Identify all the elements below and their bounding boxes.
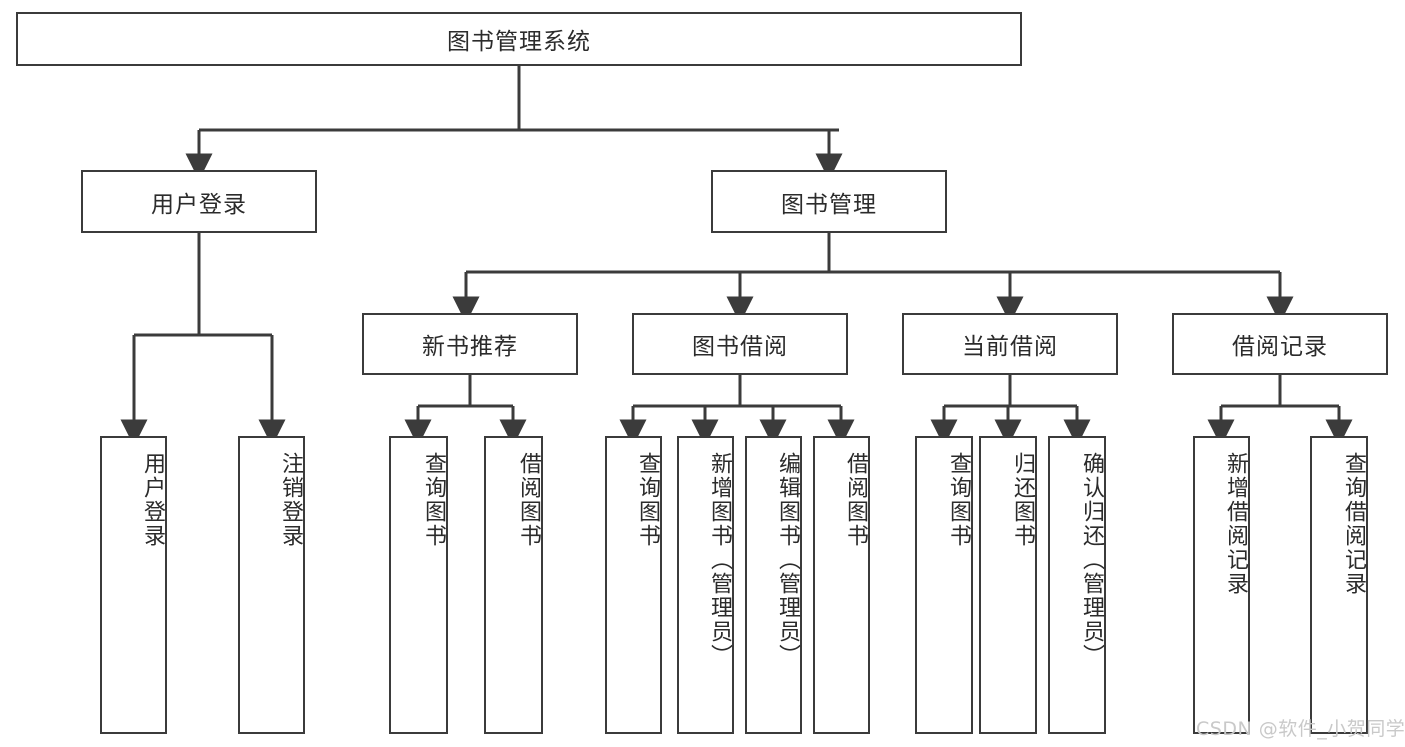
node-label: 新书推荐	[422, 334, 518, 360]
node-borrow-record[interactable]: 借阅记录	[1172, 313, 1388, 375]
leaf-label: 借阅图书	[843, 452, 868, 548]
node-label: 用户登录	[151, 191, 247, 218]
leaf-add-borrow-record[interactable]: 新增借阅记录	[1193, 436, 1250, 734]
leaf-label: 确认归还（管理员）	[1079, 452, 1104, 668]
leaf-edit-book-admin[interactable]: 编辑图书（管理员）	[745, 436, 802, 734]
node-label: 当前借阅	[962, 334, 1058, 360]
node-label: 图书管理系统	[447, 29, 591, 55]
leaf-label: 注销登录	[278, 452, 303, 548]
leaf-label: 编辑图书（管理员）	[775, 452, 800, 668]
leaf-add-book-admin[interactable]: 新增图书（管理员）	[677, 436, 734, 734]
leaf-user-login[interactable]: 用户登录	[100, 436, 167, 734]
leaf-query-book-recommend[interactable]: 查询图书	[389, 436, 448, 734]
leaf-label: 查询图书	[635, 452, 660, 548]
node-root[interactable]: 图书管理系统	[16, 12, 1022, 66]
node-book-borrow[interactable]: 图书借阅	[632, 313, 848, 375]
node-label: 借阅记录	[1232, 334, 1328, 360]
node-new-book-recommend[interactable]: 新书推荐	[362, 313, 578, 375]
leaf-confirm-return-admin[interactable]: 确认归还（管理员）	[1048, 436, 1106, 734]
leaf-label: 查询图书	[421, 452, 446, 548]
leaf-borrow-book-recommend[interactable]: 借阅图书	[484, 436, 543, 734]
leaf-label: 归还图书	[1010, 452, 1035, 548]
leaf-label: 用户登录	[140, 452, 165, 548]
leaf-query-book-borrow[interactable]: 查询图书	[605, 436, 662, 734]
leaf-label: 借阅图书	[516, 452, 541, 548]
node-book-management[interactable]: 图书管理	[711, 170, 947, 233]
leaf-label: 新增借阅记录	[1223, 452, 1248, 596]
node-label: 图书借阅	[692, 334, 788, 360]
leaf-query-borrow-record[interactable]: 查询借阅记录	[1310, 436, 1368, 734]
leaf-return-book[interactable]: 归还图书	[979, 436, 1037, 734]
leaf-label: 新增图书（管理员）	[707, 452, 732, 668]
leaf-borrow-book[interactable]: 借阅图书	[813, 436, 870, 734]
leaf-label: 查询图书	[946, 452, 971, 548]
leaf-logout[interactable]: 注销登录	[238, 436, 305, 734]
node-label: 图书管理	[781, 191, 877, 218]
node-user-login[interactable]: 用户登录	[81, 170, 317, 233]
leaf-label: 查询借阅记录	[1341, 452, 1366, 596]
leaf-query-book-current[interactable]: 查询图书	[915, 436, 973, 734]
csdn-watermark: CSDN @软件_小贺同学	[1196, 718, 1405, 740]
node-current-borrow[interactable]: 当前借阅	[902, 313, 1118, 375]
